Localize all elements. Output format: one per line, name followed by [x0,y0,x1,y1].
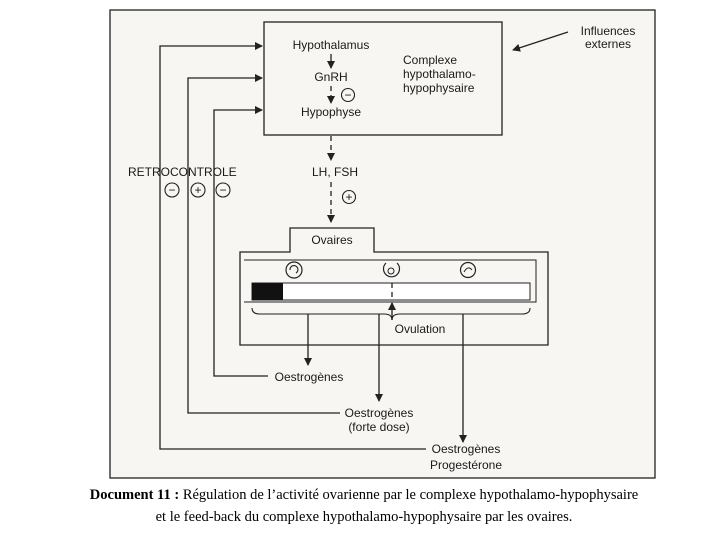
complexe-label-3: hypophysaire [403,81,475,95]
hypophyse-label: Hypophyse [301,105,361,119]
cycle-bar [251,282,531,301]
ovulation-label: Ovulation [395,322,446,336]
follicle-icon [285,261,303,279]
feedback-line-2 [187,74,340,414]
lhfsh-sign: + [345,190,352,204]
retro-sign-3-circle [215,182,231,198]
complexe-box [263,21,503,136]
complexe-label-2: hypothalamo- [403,67,476,81]
menstruation-block [252,283,283,300]
complexe-label-1: Complexe [403,53,457,67]
oestrogenes-3-label-2: Progestérone [430,458,502,472]
caption-text-1: Régulation de l’activité ovarienne par l… [179,487,639,503]
caption-line-1: Document 11 : Régulation de l’activité o… [0,484,728,506]
retrocontrole-label: RETROCONTROLE [128,165,237,179]
ruptured-follicle-icon [382,262,401,278]
ovaires-label: Ovaires [311,233,352,247]
lhfsh-sign-circle [341,189,357,205]
oestrogenes-3-label-1: Oestrogènes [432,442,501,456]
ovaires-box [239,227,549,346]
oestrogenes-1-label: Oestrogènes [275,370,344,384]
document-caption: Document 11 : Régulation de l’activité o… [0,484,728,528]
influences-label-1: Influences [581,24,636,38]
retro-sign-1: − [168,183,175,197]
gnrh-label: GnRH [314,70,347,84]
caption-line-2: et le feed-back du complexe hypothalamo-… [155,509,573,525]
arrow-influences [512,31,569,52]
gnrh-sign-circle [340,87,356,103]
feedback-line-1 [213,106,268,377]
hypothalamus-label: Hypothalamus [293,38,370,52]
retro-sign-1-circle [164,182,180,198]
retro-sign-3: − [219,183,226,197]
gnrh-sign: − [344,88,351,102]
retro-sign-2: + [194,183,201,197]
corpus-luteum-icon [459,261,477,279]
lh-fsh-label: LH, FSH [312,165,358,179]
retro-sign-2-circle [190,182,206,198]
oestrogenes-2-label-1: Oestrogènes [345,406,414,420]
caption-title: Document 11 : [89,487,180,503]
feedback-line-3 [159,42,426,450]
influences-label-2: externes [585,37,631,51]
oestrogenes-2-label-2: (forte dose) [348,420,409,434]
